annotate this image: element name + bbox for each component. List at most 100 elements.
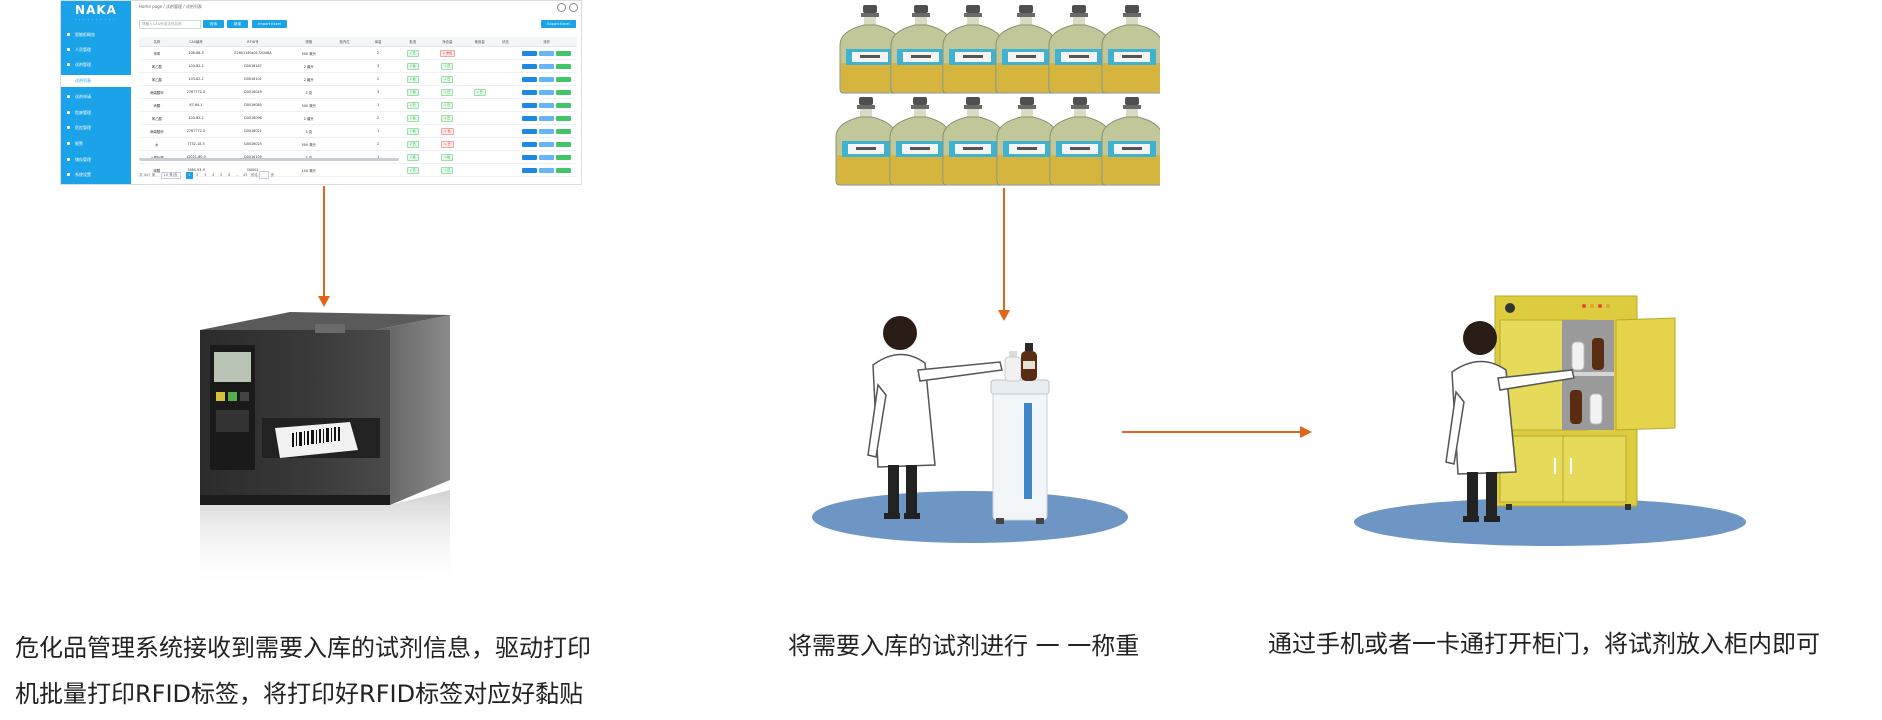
- cabinet-open-door: [1615, 317, 1676, 431]
- sidebar-item[interactable]: 储存管理: [61, 154, 131, 166]
- software-screenshot: NAKA ·········· 智能柜概览人员管理试剂管理试剂列表试剂申请危废管…: [60, 0, 582, 185]
- search-button[interactable]: 查询: [203, 20, 224, 28]
- page-number-button[interactable]: 6: [228, 173, 231, 177]
- row-action-button[interactable]: [539, 76, 555, 82]
- row-action-button[interactable]: [522, 102, 538, 108]
- row-actions: [516, 72, 577, 86]
- arrow-down-line: [323, 186, 325, 296]
- table-cell: √ 已: [395, 137, 430, 151]
- page-number-button[interactable]: 2: [196, 173, 199, 177]
- row-action-button[interactable]: [556, 141, 572, 147]
- table-cell: √ 已: [429, 72, 466, 86]
- row-action-button[interactable]: [556, 63, 572, 69]
- printer-button-grey: [240, 392, 249, 401]
- table-cell: [465, 72, 495, 86]
- goto-page-input[interactable]: [259, 171, 270, 179]
- sidebar-item[interactable]: 智能柜概览: [61, 29, 131, 41]
- page-number-button[interactable]: 3: [204, 173, 207, 177]
- person-arm-2: [1497, 369, 1575, 391]
- table-cell: [328, 137, 361, 151]
- table-cell: √ 已: [429, 85, 466, 99]
- fullscreen-icon[interactable]: [569, 3, 578, 12]
- row-action-button[interactable]: [522, 89, 538, 95]
- row-action-button[interactable]: [522, 154, 538, 160]
- caption-step1-line2: 机批量打印RFID标签，将打印好RFID标签对应好黏贴: [15, 680, 584, 708]
- row-action-button[interactable]: [556, 102, 572, 108]
- sidebar-item[interactable]: 危废管理: [61, 107, 131, 119]
- row-action-button[interactable]: [556, 154, 572, 160]
- table-header-cell[interactable]: 批准: [395, 37, 430, 47]
- sidebar-item[interactable]: 试剂申请: [61, 91, 131, 103]
- row-action-button[interactable]: [556, 89, 572, 95]
- table-cell: [494, 163, 517, 177]
- user-icon[interactable]: [557, 3, 566, 12]
- table-cell: 八偶化物: [139, 150, 175, 164]
- row-action-button[interactable]: [522, 115, 538, 121]
- table-header-cell[interactable]: 使用量: [465, 37, 495, 47]
- table-header-cell[interactable]: 规格: [288, 37, 329, 47]
- row-action-button[interactable]: [522, 141, 538, 147]
- import-excel-button[interactable]: Import Excel: [252, 20, 287, 28]
- table-header-cell[interactable]: 名称: [139, 37, 175, 47]
- table-cell: [328, 150, 361, 164]
- page-size-select[interactable]: 10 条/页: [160, 172, 181, 179]
- table-cell: 103-82-2: [174, 59, 218, 73]
- row-action-button[interactable]: [522, 76, 538, 82]
- row-action-button[interactable]: [556, 115, 572, 121]
- row-action-button[interactable]: [522, 63, 538, 69]
- sidebar-item[interactable]: 系统设置: [61, 169, 131, 181]
- table-cell: 甲苯: [139, 46, 175, 60]
- row-action-button[interactable]: [522, 128, 538, 134]
- sidebar-item-label: 危险管理: [75, 125, 91, 130]
- table-header-cell[interactable]: 柜内位: [328, 37, 361, 47]
- page-number-button[interactable]: 5: [220, 173, 223, 177]
- page-number-button[interactable]: 1: [185, 172, 193, 179]
- row-action-button[interactable]: [539, 141, 555, 147]
- row-action-button[interactable]: [556, 128, 572, 134]
- sidebar-item[interactable]: 危险管理: [61, 122, 131, 134]
- page-number-button[interactable]: 45: [242, 173, 248, 177]
- row-actions: [516, 85, 577, 99]
- table-header-cell[interactable]: RFID号: [217, 37, 289, 47]
- row-action-button[interactable]: [556, 50, 572, 56]
- row-action-button[interactable]: [539, 89, 555, 95]
- page-number-button[interactable]: ...: [235, 173, 239, 177]
- add-button[interactable]: 新增: [227, 20, 248, 28]
- table-header-cell[interactable]: 操作: [516, 37, 577, 47]
- row-action-button[interactable]: [539, 167, 555, 173]
- horizontal-scrollbar[interactable]: [139, 158, 399, 161]
- search-input[interactable]: 请输入CAS号或试剂名称: [139, 20, 201, 29]
- row-action-button[interactable]: [539, 102, 555, 108]
- row-action-button[interactable]: [539, 115, 555, 121]
- row-action-button[interactable]: [556, 167, 572, 173]
- table-header-cell[interactable]: 库量: [360, 37, 396, 47]
- export-excel-button[interactable]: Export Excel: [541, 20, 576, 28]
- sidebar-item[interactable]: 人员管理: [61, 44, 131, 56]
- row-action-button[interactable]: [522, 167, 538, 173]
- table-header-cell[interactable]: 净含量: [429, 37, 466, 47]
- table-header-cell[interactable]: 状态: [494, 37, 517, 47]
- row-action-button[interactable]: [539, 154, 555, 160]
- table-header-cell[interactable]: CAS编号: [174, 37, 218, 47]
- table-cell: 500 毫升: [288, 46, 329, 60]
- page-number-button[interactable]: 4: [212, 173, 215, 177]
- arrow-down-line-2: [1003, 188, 1005, 310]
- lab-coat: [872, 353, 936, 468]
- row-action-button[interactable]: [539, 128, 555, 134]
- row-action-button[interactable]: [556, 76, 572, 82]
- table-cell: [494, 46, 517, 60]
- row-action-button[interactable]: [539, 50, 555, 56]
- table-cell: [494, 85, 517, 99]
- row-action-button[interactable]: [539, 63, 555, 69]
- sidebar-item[interactable]: 报警: [61, 138, 131, 150]
- sidebar-item[interactable]: 试剂列表: [61, 75, 131, 87]
- row-action-button[interactable]: [522, 50, 538, 56]
- status-badge: √ 检: [406, 127, 419, 135]
- sidebar-item[interactable]: 试剂管理: [61, 59, 131, 71]
- table-cell: [494, 98, 517, 112]
- table-cell: [328, 85, 361, 99]
